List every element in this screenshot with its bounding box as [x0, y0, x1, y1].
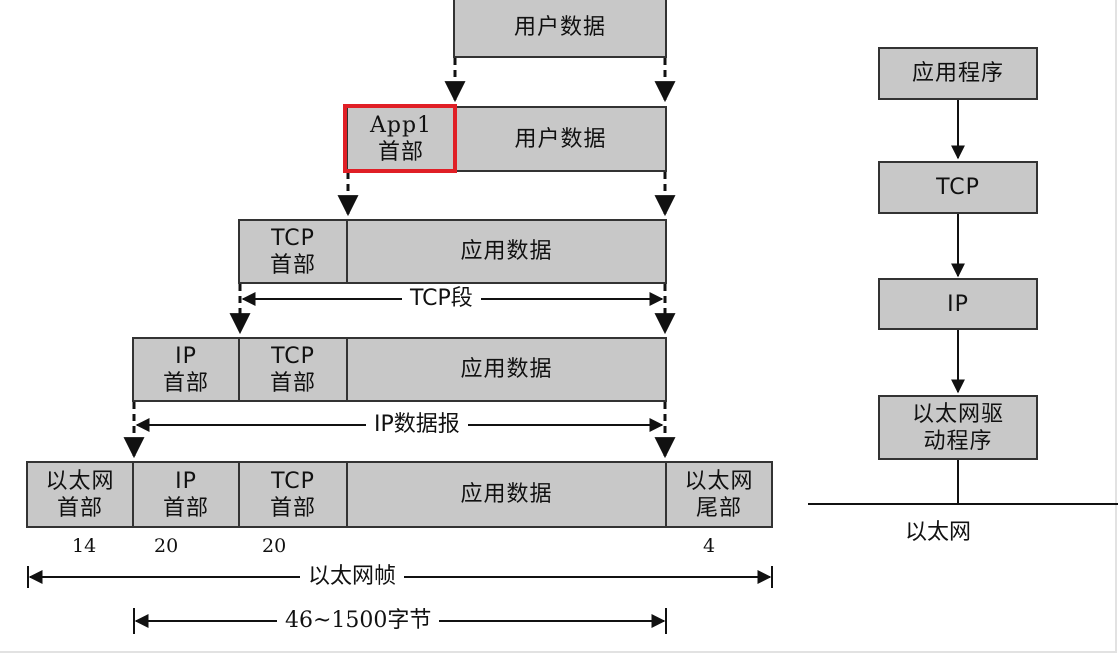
l5-eth-header: 以太网 首部 [26, 461, 134, 528]
level-arrows [123, 58, 676, 459]
l4-ip-header: IP 首部 [132, 337, 240, 402]
ethernet-frame-label: 以太网帧 [300, 564, 405, 590]
l5-ip-header: IP 首部 [132, 461, 240, 528]
size-eth-header: 14 [72, 535, 97, 557]
stack-application: 应用程序 [878, 47, 1038, 100]
app-header-highlight [343, 104, 457, 173]
l5-eth-trailer: 以太网 尾部 [665, 461, 773, 528]
l3-tcp-header: TCP 首部 [238, 219, 348, 284]
stack-arrows [808, 100, 1118, 505]
l2-user-data: 用户数据 [454, 106, 667, 172]
size-tcp-header: 20 [262, 535, 287, 557]
tcp-segment-label: TCP段 [402, 286, 481, 312]
stack-ethernet-driver: 以太网驱 动程序 [878, 395, 1038, 460]
l4-tcp-header: TCP 首部 [238, 337, 348, 402]
stack-ip: IP [878, 278, 1038, 330]
l1-user-data: 用户数据 [453, 0, 667, 58]
l5-app-data: 应用数据 [346, 461, 667, 528]
payload-range-label: 46~1500字节 [277, 608, 440, 634]
l4-app-data: 应用数据 [346, 337, 667, 402]
stack-tcp: TCP [878, 161, 1038, 214]
l5-tcp-header: TCP 首部 [238, 461, 348, 528]
ip-datagram-label: IP数据报 [366, 412, 468, 438]
size-eth-trailer: 4 [703, 535, 716, 557]
stack-ethernet-label: 以太网 [905, 520, 972, 546]
l3-app-data: 应用数据 [346, 219, 667, 284]
size-ip-header: 20 [154, 535, 179, 557]
